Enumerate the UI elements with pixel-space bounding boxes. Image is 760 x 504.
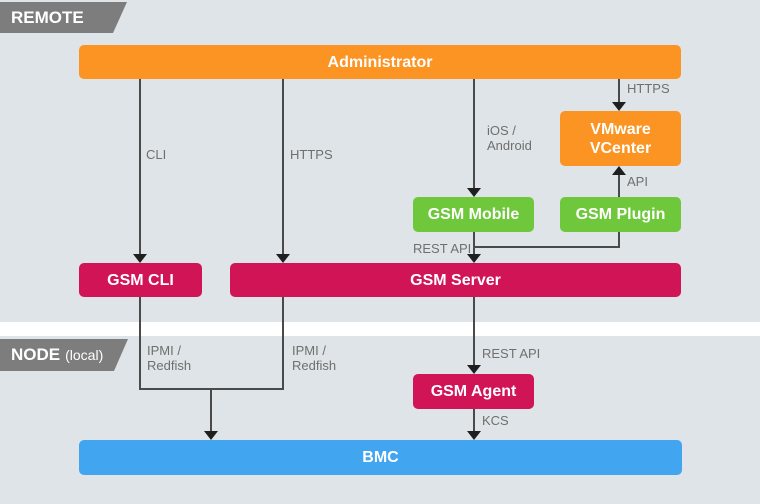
edge-plugin-join-line	[618, 232, 620, 248]
node-gsm-plugin: GSM Plugin	[560, 197, 681, 232]
edge-merge-bmc-line	[210, 388, 212, 432]
node-gsm-mobile: GSM Mobile	[413, 197, 534, 232]
edge-admin-gsmmobile-arrowhead	[467, 188, 481, 197]
edge-mobile-gsmserver-line	[473, 232, 475, 255]
node-administrator: Administrator	[79, 45, 681, 79]
edge-admin-gsmserver-line	[282, 79, 284, 255]
edge-agent-bmc-line	[473, 409, 475, 432]
edge-label-kcs: KCS	[482, 413, 509, 428]
edge-admin-gsmcli-arrowhead	[133, 254, 147, 263]
edge-merge-bmc-arrowhead	[204, 431, 218, 440]
section-separator	[0, 322, 760, 336]
edge-label-https-left: HTTPS	[290, 147, 333, 162]
node-section-suffix: (local)	[65, 347, 104, 363]
node-vmware-vcenter: VMware VCenter	[560, 111, 681, 166]
edge-gsmcli-bmc-line	[139, 297, 141, 390]
edge-plugin-vcenter-arrowhead	[612, 166, 626, 175]
edge-admin-vcenter-line	[618, 79, 620, 103]
edge-admin-vcenter-arrowhead	[612, 102, 626, 111]
edge-admin-gsmserver-arrowhead	[276, 254, 290, 263]
edge-plugin-join-horizontal	[474, 246, 620, 248]
edge-gsmserver-agent-line	[473, 297, 475, 366]
edge-gsmserver-bmc-line	[282, 297, 284, 390]
edge-agent-bmc-arrowhead	[467, 431, 481, 440]
remote-section-tag: REMOTE	[0, 2, 127, 33]
node-bmc: BMC	[79, 440, 682, 475]
edge-label-api: API	[627, 174, 648, 189]
edge-label-https-right: HTTPS	[627, 81, 670, 96]
edge-gsmserver-agent-arrowhead	[467, 365, 481, 374]
edge-label-ios-android: iOS / Android	[487, 123, 532, 153]
node-gsm-agent: GSM Agent	[413, 374, 534, 409]
node-section-tag: NODE (local)	[0, 339, 128, 371]
edge-plugin-vcenter-line	[618, 174, 620, 197]
remote-section-label: REMOTE	[11, 7, 84, 27]
node-gsm-server: GSM Server	[230, 263, 681, 297]
edge-label-cli: CLI	[146, 147, 167, 162]
node-section-label: NODE	[11, 345, 61, 364]
edge-mobile-gsmserver-arrowhead	[467, 254, 481, 263]
edge-label-rest-api-top: REST API	[413, 241, 472, 256]
node-gsm-cli: GSM CLI	[79, 263, 202, 297]
edge-admin-gsmcli-line	[139, 79, 141, 255]
edge-label-ipmi-redfish-right: IPMI / Redfish	[292, 343, 337, 373]
edge-label-ipmi-redfish-left: IPMI / Redfish	[147, 343, 192, 373]
edge-admin-gsmmobile-line	[473, 79, 475, 189]
edge-label-rest-api-bottom: REST API	[482, 346, 541, 361]
